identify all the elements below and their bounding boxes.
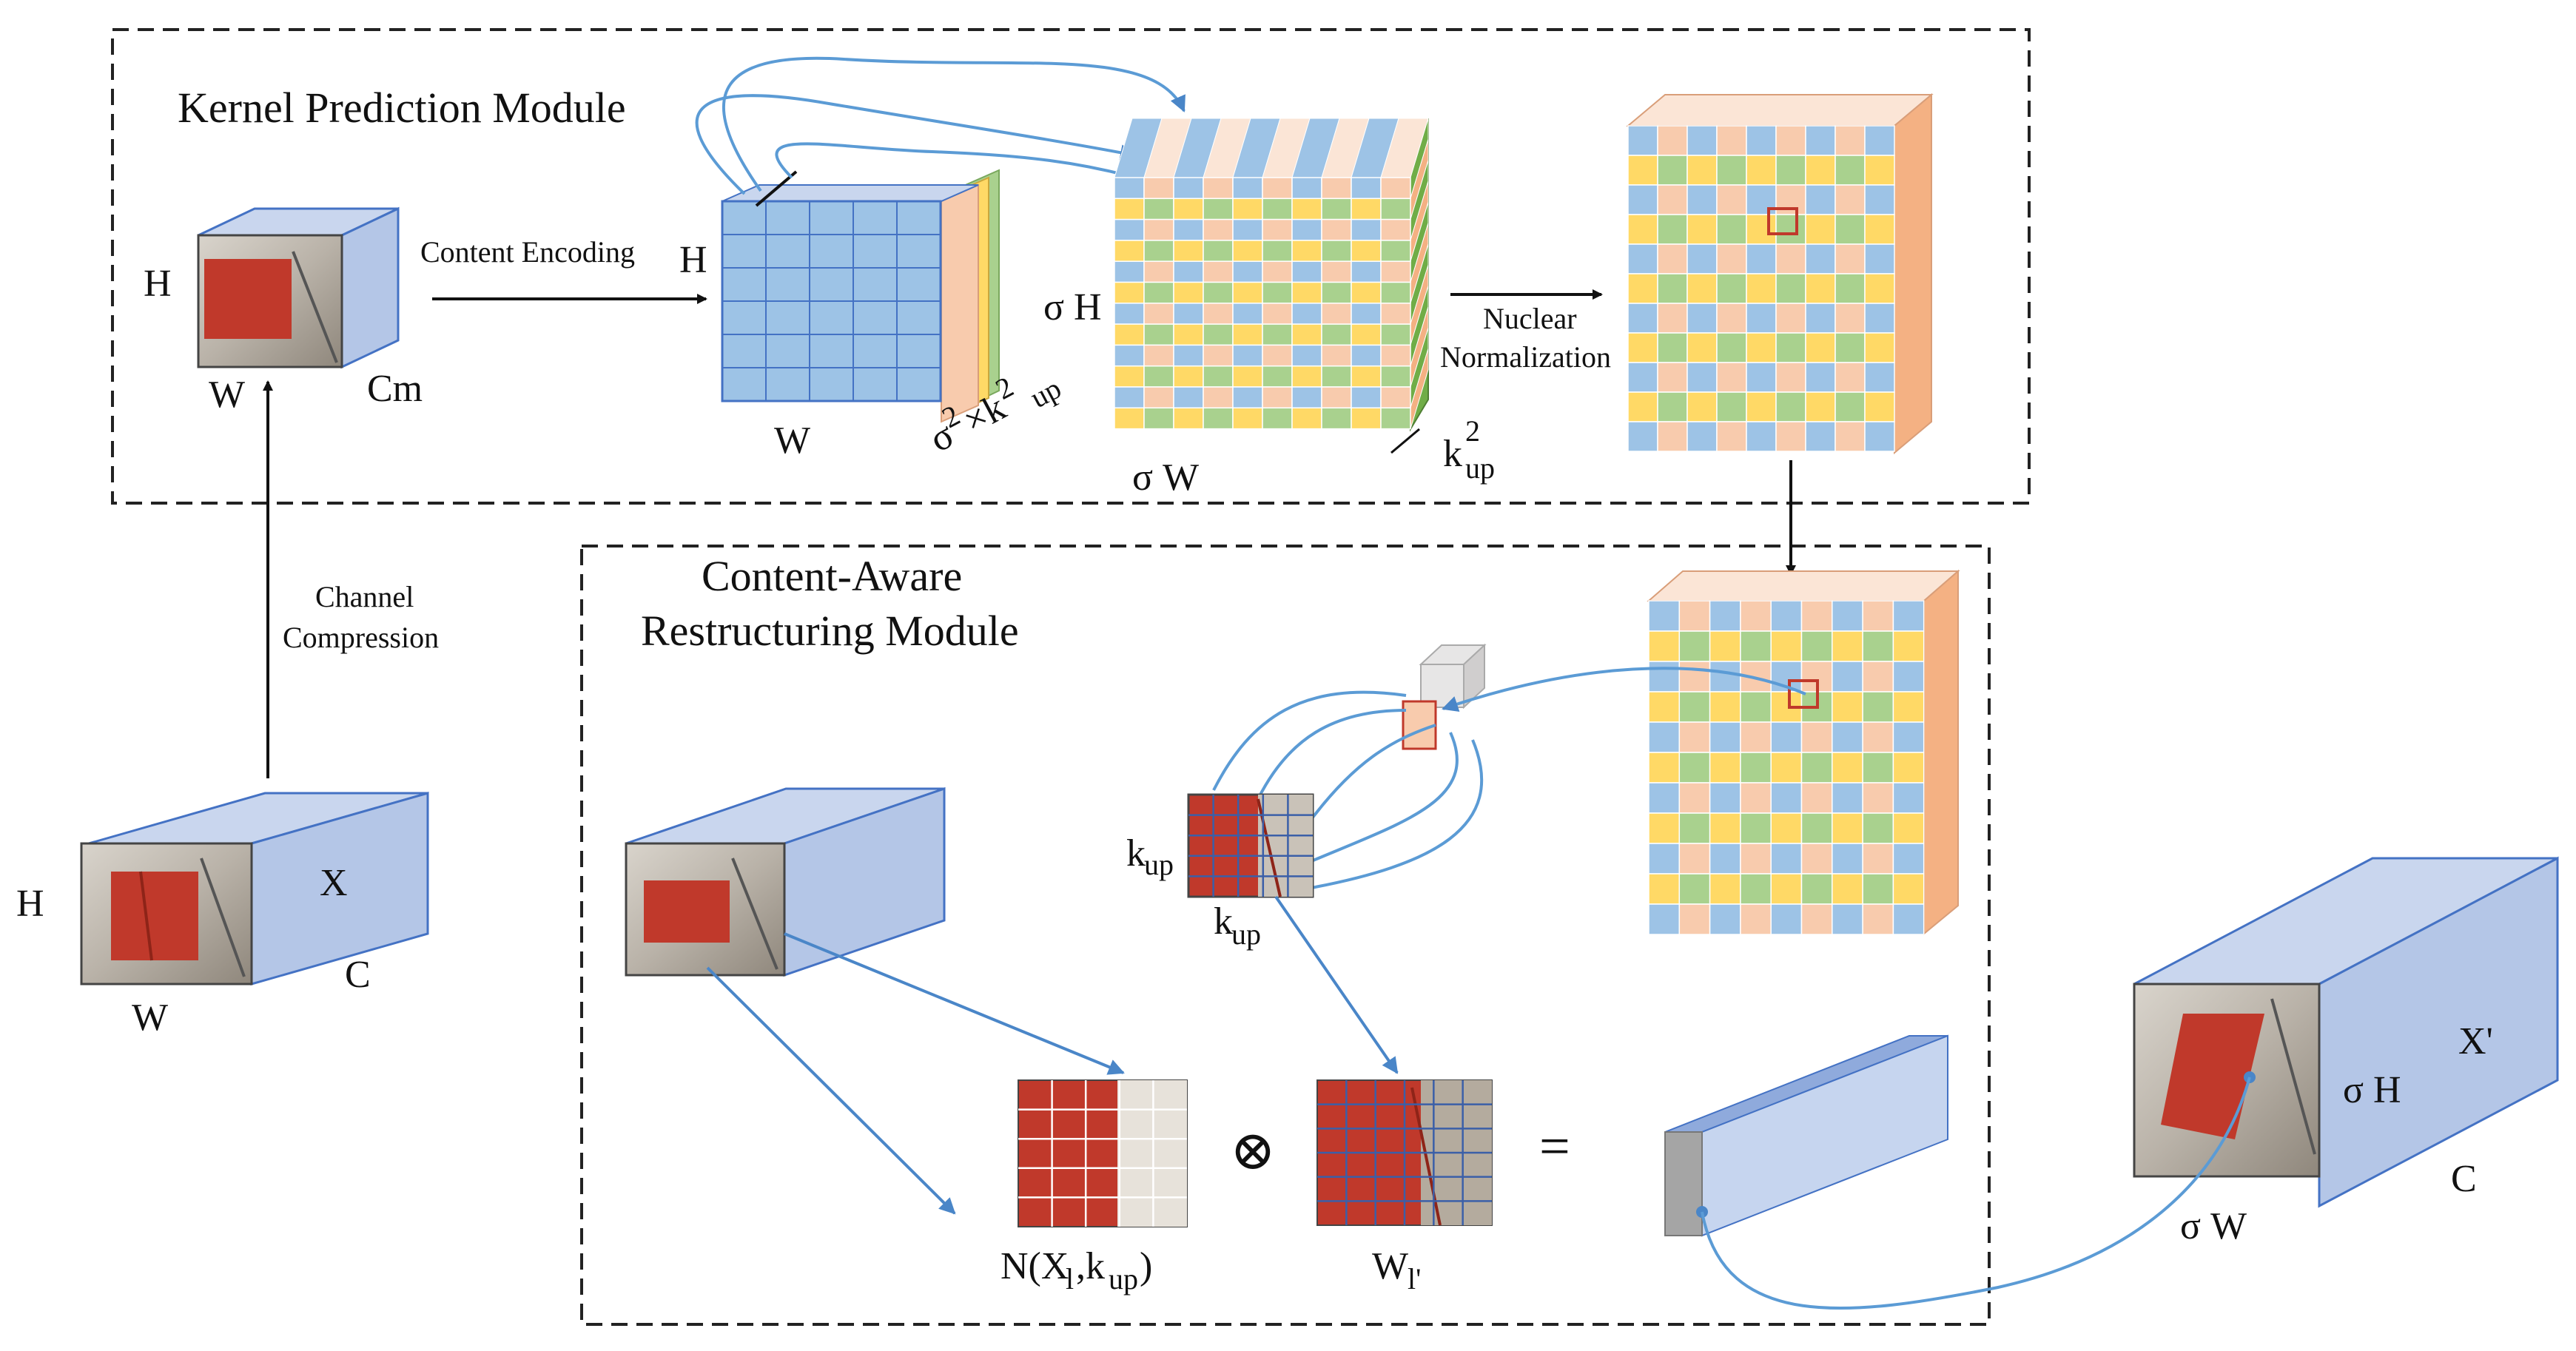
rearranged-kernel-grid — [1114, 177, 1411, 430]
svg-text:up: up — [1109, 1262, 1138, 1296]
rearranged-side-face — [1410, 118, 1429, 429]
compressed-cm-label: Cm — [367, 368, 423, 410]
svg-text:k: k — [1126, 832, 1146, 875]
rearranged-kernel-cube — [1114, 118, 1429, 454]
normalized-kernel-grid — [1627, 125, 1895, 452]
input-channel-label: C — [345, 954, 371, 996]
channel-compression-line1: Channel — [315, 580, 414, 613]
neighborhood-arrow-upper — [784, 932, 1125, 1075]
nuclear-normalization-line1: Nuclear — [1483, 302, 1577, 335]
kernel-vector — [1402, 643, 1487, 750]
output-height-label: σ H — [2343, 1069, 2401, 1111]
channel-compression-line2: Compression — [283, 621, 439, 654]
content-encoding-label: Content Encoding — [420, 235, 635, 269]
svg-text:N(X: N(X — [1001, 1245, 1069, 1287]
svg-text:2: 2 — [1465, 414, 1480, 448]
weight-patch — [1316, 1079, 1493, 1226]
compressed-feature-cube — [197, 206, 400, 369]
compressed-photo — [197, 234, 343, 368]
svg-text:l: l — [1066, 1262, 1074, 1296]
kernel-unfold-curves — [1212, 690, 1483, 889]
neighborhood-patch — [1018, 1079, 1188, 1227]
neighborhood-arrow-lower — [706, 966, 956, 1215]
svg-text:k: k — [1214, 900, 1233, 943]
compressed-width-label: W — [209, 374, 245, 416]
input-x-label: X — [320, 862, 348, 904]
compressed-height-label: H — [144, 263, 172, 305]
output-photo — [2133, 983, 2321, 1178]
kernel-lookup-cube — [1647, 569, 1960, 936]
svg-text:,k: ,k — [1076, 1245, 1105, 1287]
restructure-input-cube — [625, 786, 946, 977]
svg-text:up: up — [1465, 451, 1495, 485]
rearranged-top-face — [1114, 118, 1429, 178]
normalized-kernel-cube — [1626, 92, 1934, 455]
nuclear-normalization-line2: Normalization — [1440, 340, 1611, 374]
rearranged-width-label: σ W — [1132, 456, 1199, 499]
svg-text:): ) — [1140, 1245, 1152, 1287]
content-aware-title-line1: Content-Aware — [702, 552, 962, 600]
svg-text:up: up — [1231, 917, 1261, 951]
input-height-label: H — [16, 883, 44, 925]
kernel-lookup-grid — [1648, 600, 1925, 935]
kernel-prediction-title: Kernel Prediction Module — [178, 84, 626, 132]
output-mapping-curve — [1701, 1077, 2251, 1310]
input-feature-cube — [80, 792, 429, 986]
output-vector — [1664, 1034, 1948, 1237]
weight-label: W l' — [1372, 1245, 1421, 1296]
equals-operator: = — [1539, 1116, 1570, 1177]
input-width-label: W — [132, 997, 168, 1039]
encoded-kernel-stack — [721, 169, 1000, 423]
restructure-input-photo — [625, 842, 786, 977]
kernel-lookup-arrow — [1442, 667, 1806, 712]
svg-text:l': l' — [1408, 1262, 1421, 1296]
content-aware-module-box — [580, 545, 1991, 1326]
rearrangement-curves — [695, 56, 1186, 195]
encoded-width-label: W — [774, 420, 810, 462]
multiply-operator: ⊗ — [1230, 1121, 1276, 1182]
kernel-weight-arrow — [1274, 895, 1399, 1074]
output-width-label: σ W — [2180, 1205, 2247, 1247]
content-aware-title-line2: Restructuring Module — [641, 607, 1019, 655]
output-channel-label: C — [2451, 1158, 2477, 1200]
encoded-height-label: H — [679, 239, 707, 281]
rearranged-depth-label: k 2 up — [1443, 414, 1495, 485]
output-feature-cube — [2133, 856, 2559, 1208]
encoded-kernel-grid — [721, 200, 942, 402]
neighborhood-label: N(X l ,k up ) — [1001, 1245, 1152, 1296]
kernel-prediction-module-box — [111, 28, 2031, 505]
input-photo — [80, 842, 253, 986]
svg-text:up: up — [1025, 371, 1066, 415]
svg-text:up: up — [1144, 848, 1174, 881]
svg-text:k: k — [1443, 433, 1462, 475]
svg-text:W: W — [1372, 1245, 1408, 1287]
kernel-patch — [1187, 793, 1314, 898]
kernel-patch-width-label: k up — [1214, 900, 1261, 951]
kernel-patch-height-label: k up — [1126, 832, 1174, 881]
rearranged-height-label: σ H — [1043, 286, 1102, 329]
output-xprime-label: X' — [2458, 1020, 2493, 1062]
